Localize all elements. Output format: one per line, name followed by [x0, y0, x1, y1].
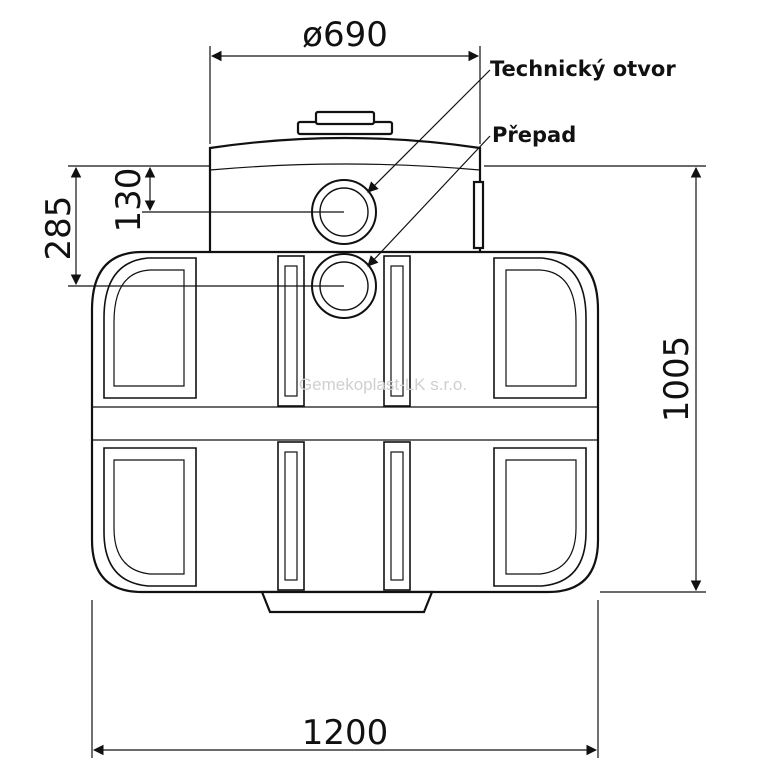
offset-upper-label: 285	[39, 196, 79, 261]
watermark: Gemekoplast-LK s.r.o.	[299, 375, 467, 394]
corner-panel-bottom-left	[103, 447, 197, 587]
dimension-offset-lower: 130	[109, 166, 344, 233]
corner-panel-top-right	[493, 257, 587, 399]
dimension-height: 1005	[484, 165, 706, 593]
corner-panel-top-left	[103, 257, 197, 399]
top-diameter-label: ø690	[302, 15, 388, 55]
callout-overflow: Přepad	[367, 123, 576, 267]
corner-panel-bottom-right	[493, 447, 587, 587]
height-label: 1005	[657, 336, 697, 423]
callout-technical-opening: Technický otvor	[367, 57, 676, 193]
vertical-ribs	[277, 255, 411, 591]
dimension-top-diameter: ø690	[209, 15, 481, 144]
dimension-width: 1200	[91, 600, 599, 758]
overflow-label: Přepad	[492, 123, 576, 147]
offset-lower-label: 130	[109, 168, 149, 233]
width-label: 1200	[302, 713, 389, 753]
technical-opening-label: Technický otvor	[490, 57, 676, 81]
dimension-offset-upper: 285	[39, 165, 344, 287]
